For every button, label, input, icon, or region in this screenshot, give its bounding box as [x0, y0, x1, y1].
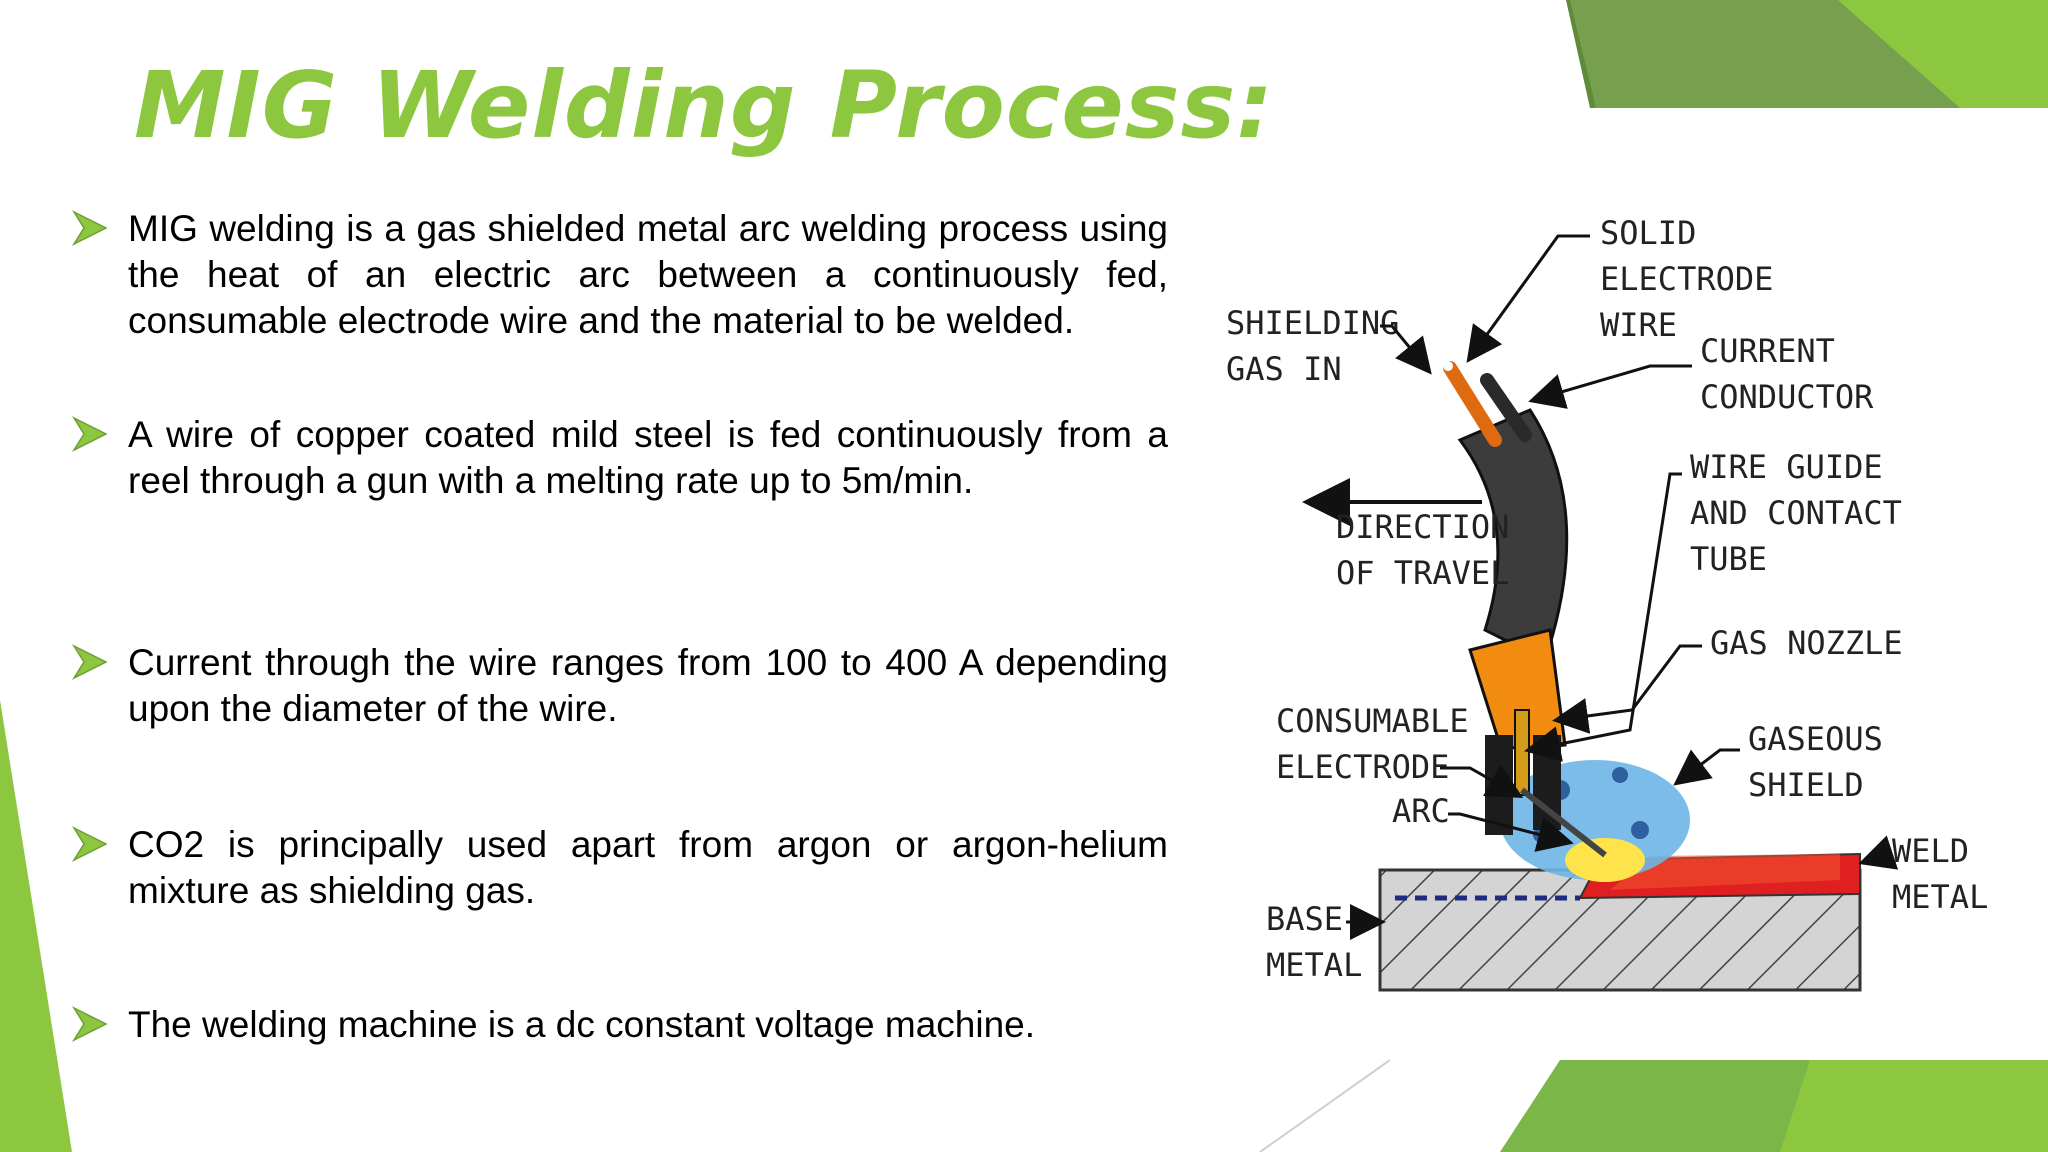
bullet-text: A wire of copper coated mild steel is fe…	[128, 414, 1168, 501]
svg-text:OF TRAVEL: OF TRAVEL	[1336, 554, 1509, 592]
mig-welding-diagram: SOLID ELECTRODE WIRE SHIELDING GAS IN CU…	[1226, 214, 1988, 992]
bullet-text: MIG welding is a gas shielded metal arc …	[128, 208, 1168, 341]
label-text: WELD	[1892, 832, 1969, 870]
label-direction-of-travel: DIRECTION OF TRAVEL	[1302, 478, 1509, 592]
svg-text:CONDUCTOR: CONDUCTOR	[1700, 378, 1874, 416]
label-text: CONSUMABLE	[1276, 702, 1469, 740]
label-gaseous-shield: GASEOUS SHIELD	[1673, 720, 1883, 804]
label-wire-guide: WIRE GUIDE AND CONTACT TUBE	[1524, 448, 1902, 762]
label-text: ELECTRODE	[1600, 260, 1773, 298]
label-arc: ARC	[1392, 792, 1574, 852]
label-text: WIRE GUIDE	[1690, 448, 1883, 486]
label-text: CONDUCTOR	[1700, 378, 1874, 416]
label-text: ARC	[1392, 792, 1450, 830]
label-base-metal: BASE METAL	[1266, 900, 1386, 984]
svg-text:ARC: ARC	[1392, 792, 1450, 830]
label-gas-nozzle: GAS NOZZLE	[1552, 624, 1903, 734]
svg-text:CURRENT: CURRENT	[1700, 332, 1835, 370]
label-text: OF TRAVEL	[1336, 554, 1509, 592]
svg-text:BASE: BASE	[1266, 900, 1343, 938]
arc-glow	[1565, 838, 1645, 882]
label-shielding-gas-in: SHIELDING GAS IN	[1226, 304, 1432, 388]
arrowhead-bullet-icon	[72, 644, 108, 680]
arrowhead-bullet-icon	[72, 1006, 108, 1042]
arrowhead-bullet-icon	[72, 210, 108, 246]
svg-text:SHIELD: SHIELD	[1748, 766, 1864, 804]
label-text: ELECTRODE	[1276, 748, 1449, 786]
label-solid-electrode-wire: SOLID ELECTRODE WIRE	[1466, 214, 1773, 363]
svg-text:SHIELDING: SHIELDING	[1226, 304, 1399, 342]
svg-text:GASEOUS: GASEOUS	[1748, 720, 1883, 758]
svg-text:CONSUMABLE: CONSUMABLE	[1276, 702, 1469, 740]
label-text: METAL	[1892, 878, 1988, 916]
label-consumable-electrode: CONSUMABLE ELECTRODE	[1276, 702, 1524, 798]
svg-text:SOLID: SOLID	[1600, 214, 1696, 252]
svg-text:GAS NOZZLE: GAS NOZZLE	[1710, 624, 1903, 662]
label-text: AND CONTACT	[1690, 494, 1902, 532]
svg-text:WIRE GUIDE: WIRE GUIDE	[1690, 448, 1883, 486]
label-text: BASE	[1266, 900, 1343, 938]
label-current-conductor: CURRENT CONDUCTOR	[1528, 332, 1874, 416]
svg-text:AND CONTACT: AND CONTACT	[1690, 494, 1902, 532]
svg-text:GAS IN: GAS IN	[1226, 350, 1342, 388]
svg-text:DIRECTION: DIRECTION	[1336, 508, 1509, 546]
label-text: WIRE	[1600, 306, 1677, 344]
label-text: GASEOUS	[1748, 720, 1883, 758]
slide-title: MIG Welding Process:	[134, 52, 1275, 159]
label-text: SHIELD	[1748, 766, 1864, 804]
label-text: SOLID	[1600, 214, 1696, 252]
label-weld-metal: WELD METAL	[1858, 832, 1988, 916]
svg-text:WELD: WELD	[1892, 832, 1969, 870]
label-text: SHIELDING	[1226, 304, 1399, 342]
label-text: TUBE	[1690, 540, 1767, 578]
bullet-text: CO2 is principally used apart from argon…	[128, 824, 1168, 911]
label-text: GAS IN	[1226, 350, 1342, 388]
svg-text:TUBE: TUBE	[1690, 540, 1767, 578]
svg-text:WIRE: WIRE	[1600, 306, 1677, 344]
label-text: CURRENT	[1700, 332, 1835, 370]
svg-text:METAL: METAL	[1892, 878, 1988, 916]
bullet-text: The welding machine is a dc constant vol…	[128, 1004, 1036, 1045]
svg-text:ELECTRODE: ELECTRODE	[1276, 748, 1449, 786]
svg-text:METAL: METAL	[1266, 946, 1362, 984]
bullet-text: Current through the wire ranges from 100…	[128, 642, 1168, 729]
arrowhead-bullet-icon	[72, 416, 108, 452]
label-text: METAL	[1266, 946, 1362, 984]
svg-text:ELECTRODE: ELECTRODE	[1600, 260, 1773, 298]
label-text: DIRECTION	[1336, 508, 1509, 546]
label-text: GAS NOZZLE	[1710, 624, 1903, 662]
arrowhead-bullet-icon	[72, 826, 108, 862]
